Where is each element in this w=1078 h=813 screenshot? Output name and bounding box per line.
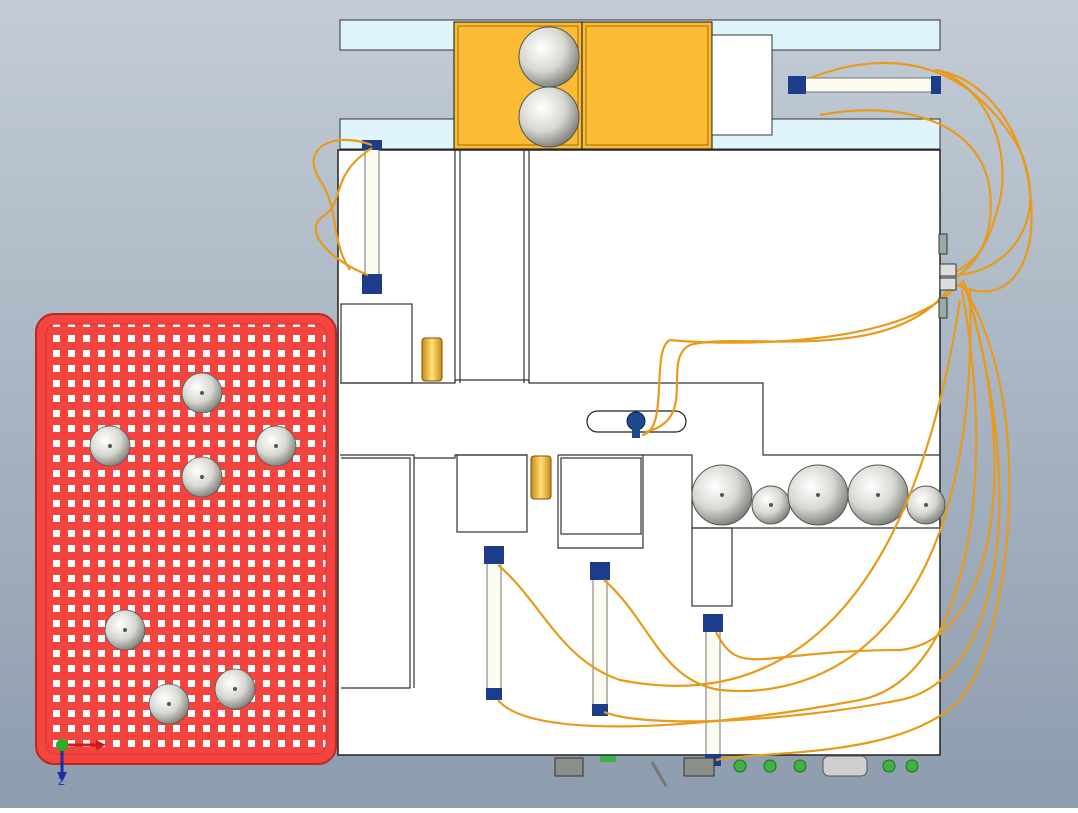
hose[interactable] (603, 284, 1001, 723)
plate-sphere[interactable] (104, 609, 146, 651)
box-sphere[interactable] (518, 26, 580, 88)
box-sphere[interactable] (518, 86, 580, 148)
orange-box-right[interactable] (581, 21, 713, 150)
shelf-sphere[interactable] (691, 464, 753, 526)
axis-triad[interactable] (56, 739, 106, 782)
side-connectors[interactable] (938, 233, 957, 319)
hose[interactable] (715, 279, 996, 661)
cartridge-upper[interactable] (421, 337, 443, 382)
plate-sphere[interactable] (214, 668, 256, 710)
shelf-sphere[interactable] (906, 485, 946, 525)
tube-lower-1[interactable] (484, 546, 504, 700)
plate-sphere[interactable] (255, 425, 297, 467)
hose[interactable] (934, 68, 1033, 293)
plate-sphere[interactable] (181, 372, 223, 414)
white-module-top[interactable] (711, 34, 773, 136)
hose[interactable] (314, 147, 373, 277)
tray-walls (340, 150, 940, 689)
hose[interactable] (715, 281, 1011, 762)
hose[interactable] (809, 61, 1032, 277)
plate-sphere[interactable] (148, 683, 190, 725)
plate-spheres (89, 372, 297, 725)
main-tray[interactable] (337, 149, 941, 756)
hose[interactable] (819, 109, 992, 279)
hose[interactable] (497, 299, 962, 687)
shelf-sphere[interactable] (847, 464, 909, 526)
box-spheres (518, 26, 580, 148)
shelf-sphere[interactable] (751, 485, 791, 525)
hose[interactable] (641, 284, 959, 437)
plate-sphere[interactable] (181, 456, 223, 498)
axis-label-z: Z (58, 776, 65, 788)
tube-top-horizontal[interactable] (788, 76, 941, 94)
hose[interactable] (497, 289, 978, 728)
tube-lower-2[interactable] (590, 562, 610, 716)
tube-left-vertical[interactable] (362, 140, 382, 294)
cartridge-lower[interactable] (530, 455, 552, 500)
shelf-sphere[interactable] (787, 464, 849, 526)
blue-valve[interactable] (626, 411, 646, 438)
hose-bundle (312, 61, 1033, 762)
hose[interactable] (603, 289, 972, 693)
shelf-spheres (691, 464, 946, 526)
hose[interactable] (312, 138, 373, 271)
plate-sphere[interactable] (89, 425, 131, 467)
bottom-fittings[interactable] (554, 755, 919, 787)
